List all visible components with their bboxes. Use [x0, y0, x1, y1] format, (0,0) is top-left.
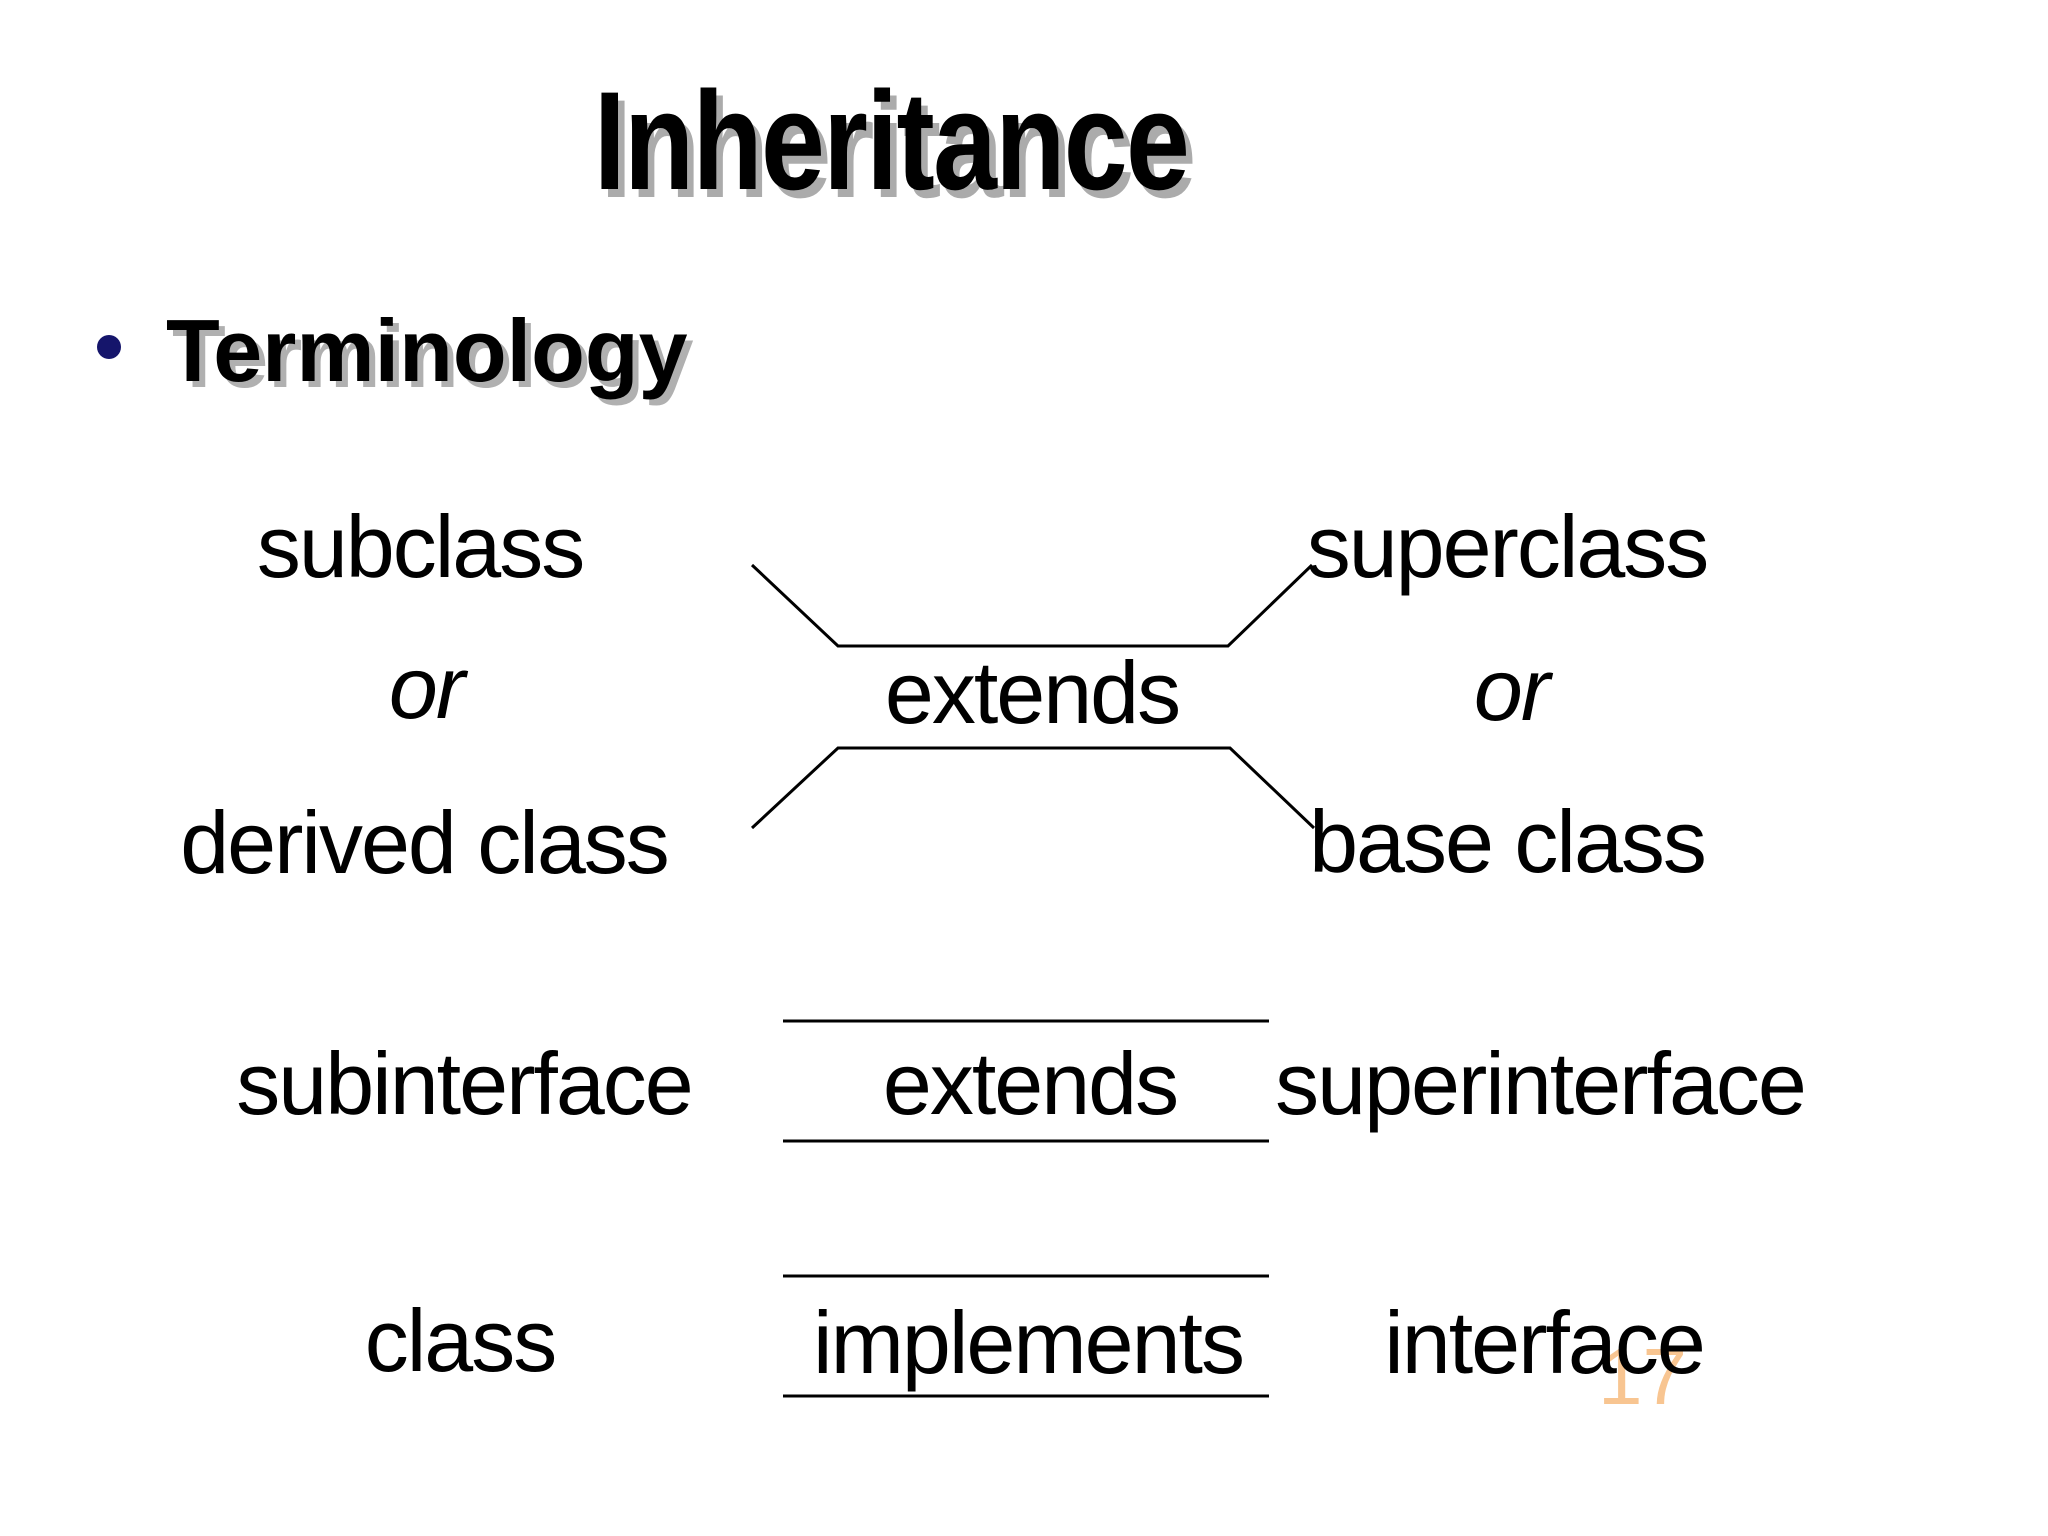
- derived-class-label: derived class: [180, 793, 670, 892]
- base-class-label: base class: [1309, 792, 1707, 891]
- extends-bracket-top: [750, 563, 1314, 648]
- or-left-label: or: [388, 638, 465, 737]
- class-label: class: [364, 1291, 557, 1390]
- subclass-label: subclass: [256, 497, 585, 596]
- terminology-heading: Terminology: [166, 301, 688, 400]
- extends-relation-label: extends: [884, 643, 1181, 742]
- or-right-label: or: [1473, 640, 1550, 739]
- interface-label: interface: [1384, 1293, 1706, 1392]
- page-number: 17: [1598, 1332, 1687, 1421]
- subinterface-label: subinterface: [236, 1034, 693, 1133]
- interface-extends-relation-label: extends: [882, 1034, 1179, 1133]
- superinterface-label: superinterface: [1275, 1034, 1807, 1133]
- bullet-icon: [97, 335, 121, 359]
- page-title: Inheritance: [593, 62, 1190, 219]
- superclass-label: superclass: [1306, 497, 1710, 596]
- extends-bracket-bottom: [750, 746, 1316, 830]
- implements-relation-label: implements: [813, 1293, 1245, 1392]
